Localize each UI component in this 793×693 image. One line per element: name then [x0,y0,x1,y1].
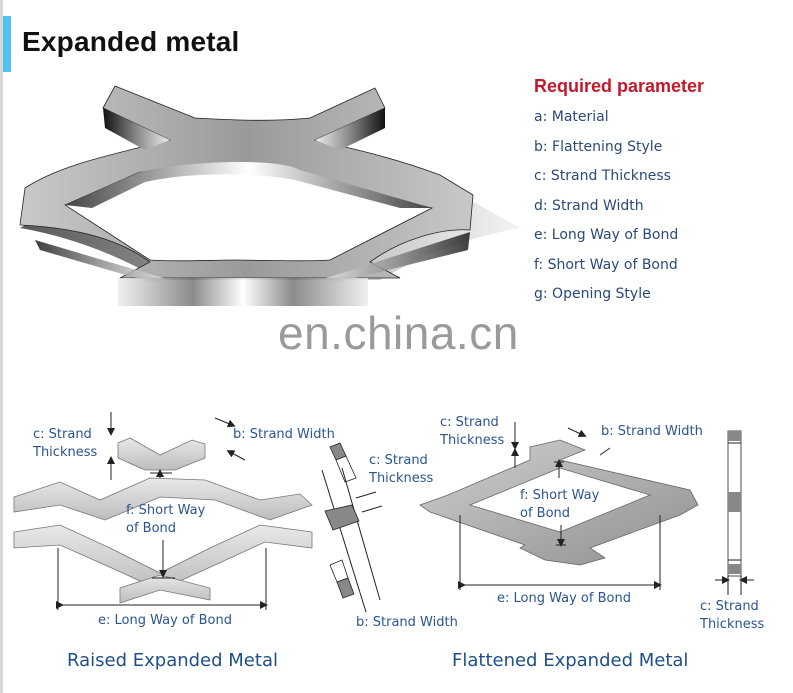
raised-strand-thickness-label: c: Strand Thickness [33,427,98,460]
raised-side-thickness-label: c: Strand Thickness [369,453,434,486]
parameter-material: a: Material [534,109,609,125]
required-parameters-panel: Required parameter a: Material b: Flatte… [534,76,704,310]
flattened-strand-thickness-label: c: Strand Thickness [440,415,505,448]
raised-short-way-label: f: Short Way of Bond [126,503,206,536]
raised-strand-width-label: b: Strand Width [233,427,335,442]
raised-side-width-label: b: Strand Width [356,615,458,630]
flattened-long-way-label: e: Long Way of Bond [497,591,631,606]
parameter-flattening-style: b: Flattening Style [534,138,663,155]
expanded-metal-hero [19,85,520,306]
page-title: Expanded metal [22,26,240,57]
flattened-side-profile [715,430,754,595]
flattened-strand-width-label: b: Strand Width [601,424,703,439]
raised-caption: Raised Expanded Metal [67,650,278,671]
parameter-strand-thickness: c: Strand Thickness [534,168,671,184]
left-border [0,0,3,693]
parameter-long-way-of-bond: e: Long Way of Bond [534,227,679,243]
parameter-strand-width: d: Strand Width [534,197,644,214]
raised-expanded-metal-drawing [13,412,383,613]
flattened-short-way-label: f: Short Way of Bond [520,488,600,521]
raised-side-profile [321,442,383,613]
parameters-heading: Required parameter [534,76,705,96]
raised-long-way-label: e: Long Way of Bond [98,613,232,628]
parameter-opening-style: g: Opening Style [534,286,651,302]
title-accent-bar [3,16,11,72]
parameter-short-way-of-bond: f: Short Way of Bond [534,256,678,273]
watermark: en.china.cn [278,307,519,359]
flattened-caption: Flattened Expanded Metal [452,650,689,671]
flattened-side-thickness-label: c: Strand Thickness [700,599,765,632]
flattened-expanded-metal-drawing [419,422,754,595]
